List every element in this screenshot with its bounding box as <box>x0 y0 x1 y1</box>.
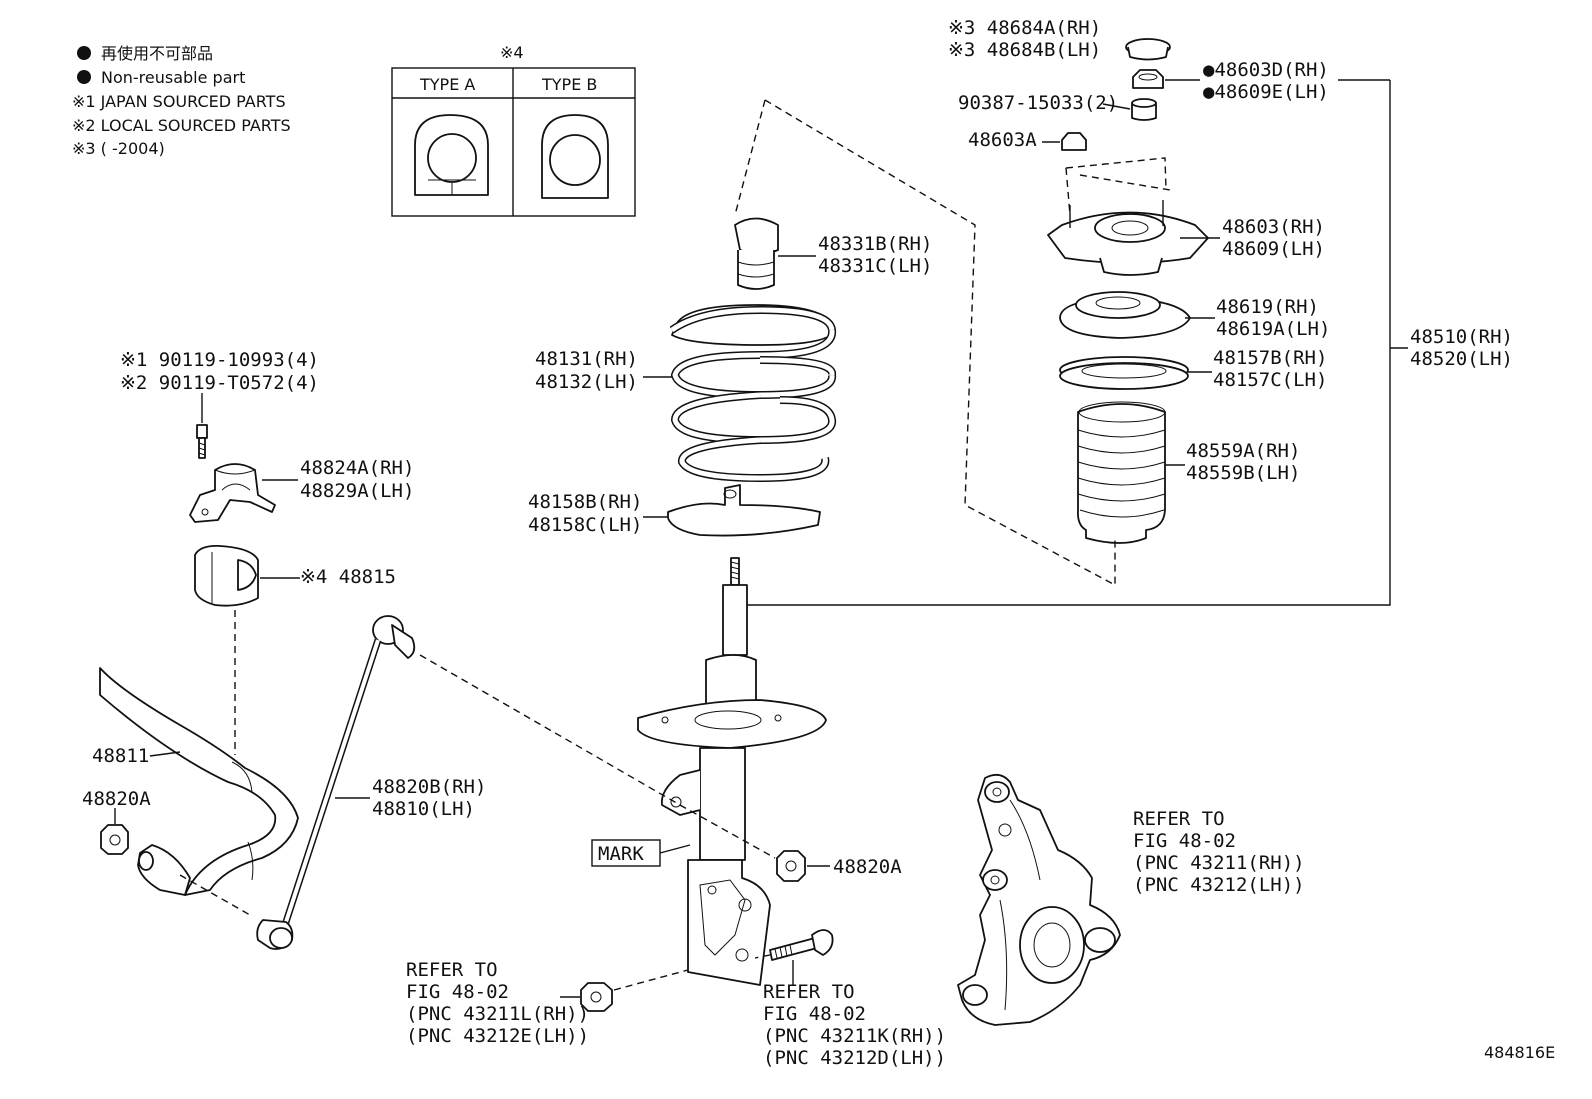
label-48157c: 48157C(LH) <box>1213 369 1327 391</box>
bushing-sleeve-icon <box>1131 98 1157 121</box>
knuckle-bolt-icon <box>769 929 834 961</box>
stabilizer-nut-right-icon <box>776 850 806 882</box>
label-90119-10993: ※1 90119-10993(4) <box>120 349 319 371</box>
stabilizer-bracket-icon <box>189 463 276 523</box>
label-90387: 90387-15033(2) <box>958 92 1118 114</box>
type-a-label: TYPE A <box>419 75 475 94</box>
label-48158c: 48158C(LH) <box>528 514 642 536</box>
refer-bolt-line2: FIG 48-02 <box>763 1003 866 1025</box>
label-48820b: 48820B(RH) <box>372 776 486 798</box>
label-48331c: 48331C(LH) <box>818 255 932 277</box>
label-48559b: 48559B(LH) <box>1186 462 1300 484</box>
mark-label: MARK <box>598 843 644 865</box>
bracket-bolt-icon <box>196 424 208 459</box>
label-48684a: ※3 48684A(RH) <box>948 17 1101 39</box>
label-48811: 48811 <box>92 745 149 767</box>
mount-nut-icon <box>1061 132 1087 151</box>
refer-nut-line3: (PNC 43211L(RH)) <box>406 1003 589 1025</box>
refer-knuckle-line3: (PNC 43211(RH)) <box>1133 852 1305 874</box>
label-48619a: 48619A(LH) <box>1216 318 1330 340</box>
legend: 再使用不可部品 Non-reusable part ※1 JAPAN SOURC… <box>72 44 291 158</box>
refer-knuckle-line1: REFER TO <box>1133 808 1225 830</box>
steering-knuckle-icon <box>957 773 1121 1026</box>
label-48331b: 48331B(RH) <box>818 233 932 255</box>
label-48810: 48810(LH) <box>372 798 475 820</box>
coil-spring-icon <box>669 304 837 483</box>
spring-insulator-icon <box>1059 356 1189 390</box>
label-48132: 48132(LH) <box>535 371 638 393</box>
label-48157b: 48157B(RH) <box>1213 347 1327 369</box>
bump-stopper-icon <box>734 217 779 290</box>
stabilizer-bushing-icon <box>194 545 259 607</box>
legend-note-1: ※1 JAPAN SOURCED PARTS <box>72 92 286 111</box>
spring-upper-seat-icon <box>1059 291 1191 339</box>
label-90119-t0572: ※2 90119-T0572(4) <box>120 372 319 394</box>
label-48684b: ※3 48684B(LH) <box>948 39 1101 61</box>
non-reusable-bullet-icon <box>77 46 91 60</box>
type-a-bushing-icon <box>414 114 489 196</box>
stabilizer-bar-icon <box>99 667 299 896</box>
label-48824a: 48824A(RH) <box>300 457 414 479</box>
label-48559a: 48559A(RH) <box>1186 440 1300 462</box>
refer-knuckle-line2: FIG 48-02 <box>1133 830 1236 852</box>
legend-en-text: Non-reusable part <box>101 68 245 87</box>
shock-absorber-icon <box>637 557 827 986</box>
label-48815: ※4 48815 <box>300 566 396 588</box>
dust-cap-icon <box>1125 38 1171 61</box>
refer-nut-line1: REFER TO <box>406 959 498 981</box>
mark-callout: MARK <box>591 839 691 867</box>
label-48158b: 48158B(RH) <box>528 491 642 513</box>
diagram-code: 484816E <box>1484 1043 1555 1062</box>
label-48510: 48510(RH) <box>1410 326 1513 348</box>
type-b-label: TYPE B <box>541 75 597 94</box>
non-reusable-bullet-icon <box>77 70 91 84</box>
label-48619: 48619(RH) <box>1216 296 1319 318</box>
refer-nut-line2: FIG 48-02 <box>406 981 509 1003</box>
label-48820a-right: 48820A <box>833 856 902 878</box>
lower-spring-seat-icon <box>667 484 821 537</box>
legend-note-2: ※2 LOCAL SOURCED PARTS <box>72 116 291 135</box>
stabilizer-link-icon <box>256 615 416 950</box>
label-48603: 48603(RH) <box>1222 216 1325 238</box>
dust-boot-icon <box>1077 401 1166 544</box>
refer-bolt-line3: (PNC 43211K(RH)) <box>763 1025 946 1047</box>
stabilizer-nut-left-icon <box>100 824 129 855</box>
label-48603a: 48603A <box>968 129 1037 151</box>
label-48829a: 48829A(LH) <box>300 480 414 502</box>
refer-bolt-line4: (PNC 43212D(LH)) <box>763 1047 946 1069</box>
upper-support-icon <box>1047 200 1209 276</box>
label-48820a-left: 48820A <box>82 788 151 810</box>
bushing-type-box: ※4 TYPE A TYPE B <box>391 43 636 217</box>
refer-nut-line4: (PNC 43212E(LH)) <box>406 1025 589 1047</box>
label-48609e: ●48609E(LH) <box>1203 81 1329 103</box>
legend-note-3: ※3 ( -2004) <box>72 139 165 158</box>
type-b-bushing-icon <box>541 114 609 199</box>
legend-jp-text: 再使用不可部品 <box>101 44 213 63</box>
knuckle-nut-icon <box>580 982 613 1012</box>
label-48131: 48131(RH) <box>535 348 638 370</box>
refer-knuckle-line4: (PNC 43212(LH)) <box>1133 874 1305 896</box>
label-48609: 48609(LH) <box>1222 238 1325 260</box>
label-48520: 48520(LH) <box>1410 348 1513 370</box>
refer-bolt-line1: REFER TO <box>763 981 855 1003</box>
type-box-mark: ※4 <box>500 43 524 62</box>
lock-nut-icon <box>1132 69 1164 89</box>
label-48603d: ●48603D(RH) <box>1203 59 1329 81</box>
